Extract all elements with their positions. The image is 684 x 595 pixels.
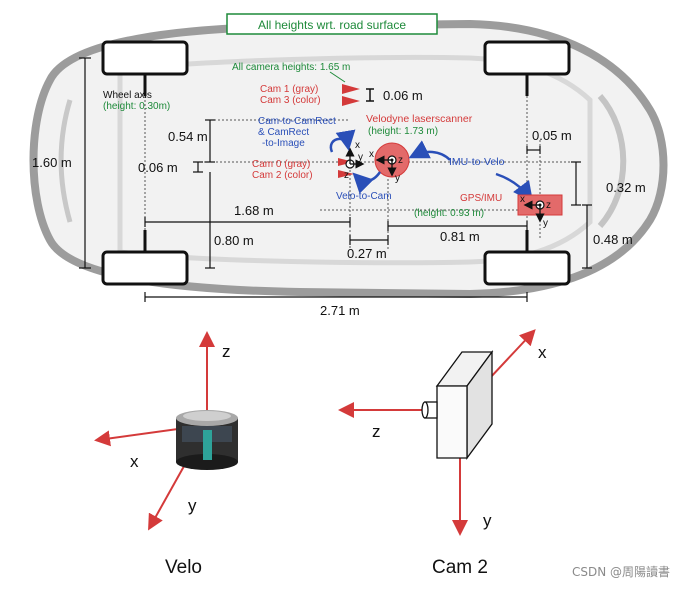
cam-caption: Cam 2 [432, 557, 488, 578]
dim-048: 0.48 m [593, 232, 633, 247]
dim-027: 0.27 m [347, 246, 387, 261]
wheel-rear-left [101, 250, 189, 286]
imu-y-label: y [543, 218, 548, 229]
imu-x-label: x [520, 194, 525, 205]
cam0-label: Cam 0 (gray) [252, 159, 310, 170]
cam-z-label: z [344, 170, 349, 181]
dim-006-left: 0.06 m [138, 160, 178, 175]
velodyne-height: (height: 1.73 m) [368, 126, 438, 137]
gps-imu-height: (height: 0.93 m) [414, 208, 484, 219]
cam-to-camrect-label: Cam-to-CamRect [258, 116, 336, 127]
cam1-label: Cam 1 (gray) [260, 84, 318, 95]
velo-z-label: z [398, 155, 403, 166]
dimension-lines [79, 57, 592, 302]
imu-z-label: z [546, 200, 551, 211]
camera-sensor-icon [421, 350, 494, 460]
dim-054: 0.54 m [168, 129, 208, 144]
velo-z-axis-label: z [222, 342, 231, 361]
velo-to-cam-label: Velo-to-Cam [336, 191, 392, 202]
velo-to-cam-arrow-icon [352, 171, 382, 194]
velodyne-label: Velodyne laserscanner [366, 113, 473, 125]
cam-x-axis-label: x [538, 343, 547, 362]
wheel-front-right [483, 40, 571, 76]
dim-160: 1.60 m [32, 155, 72, 170]
cam-rect-arrow-icon [329, 129, 356, 153]
wheel-front-left [101, 40, 189, 76]
dim-006-top: 0.06 m [383, 88, 423, 103]
to-image-label: -to-Image [262, 138, 305, 149]
wheel-axis-height: (height: 0.30m) [103, 101, 170, 112]
dim-168: 1.68 m [234, 203, 274, 218]
wheels [101, 40, 571, 286]
cam-x-label: x [355, 140, 360, 151]
cam1-flag-icon [342, 84, 360, 94]
velo-x-axis-label: x [130, 452, 139, 471]
cam3-flag-icon [342, 96, 360, 106]
camera-heights-label: All camera heights: 1.65 m [232, 62, 350, 73]
imu-to-velo-label: IMU-to-Velo [449, 156, 505, 168]
heights-note-box [226, 13, 438, 35]
imu-to-velo-arrow-icon [408, 140, 451, 161]
cam-z-axis-label: z [372, 422, 381, 441]
cam2-label: Cam 2 (color) [252, 170, 313, 181]
heights-note: All heights wrt. road surface [258, 18, 406, 32]
cam3-label: Cam 3 (color) [260, 95, 321, 106]
gps-imu-label: GPS/IMU [460, 193, 502, 204]
watermark: CSDN @周陽讀書 [571, 565, 670, 579]
wheel-rear-right [483, 250, 571, 286]
velo-x-label: x [369, 149, 374, 160]
camrect-label: & CamRect [258, 127, 309, 138]
cam-y-label: y [358, 152, 363, 163]
cam-y-axis-label: y [483, 511, 492, 530]
dim-032: 0.32 m [606, 180, 646, 195]
velo-y-label: y [395, 173, 400, 184]
dim-271: 2.71 m [320, 303, 360, 318]
dim-081: 0.81 m [440, 229, 480, 244]
dim-005: 0.05 m [532, 128, 572, 143]
velodyne-sensor-icon [176, 410, 238, 470]
velo-y-axis-label: y [188, 496, 197, 515]
dim-080: 0.80 m [214, 233, 254, 248]
velo-caption: Velo [165, 557, 202, 578]
wheel-axis-label: Wheel axis [103, 90, 152, 101]
cam2-flag-icon [338, 170, 354, 178]
